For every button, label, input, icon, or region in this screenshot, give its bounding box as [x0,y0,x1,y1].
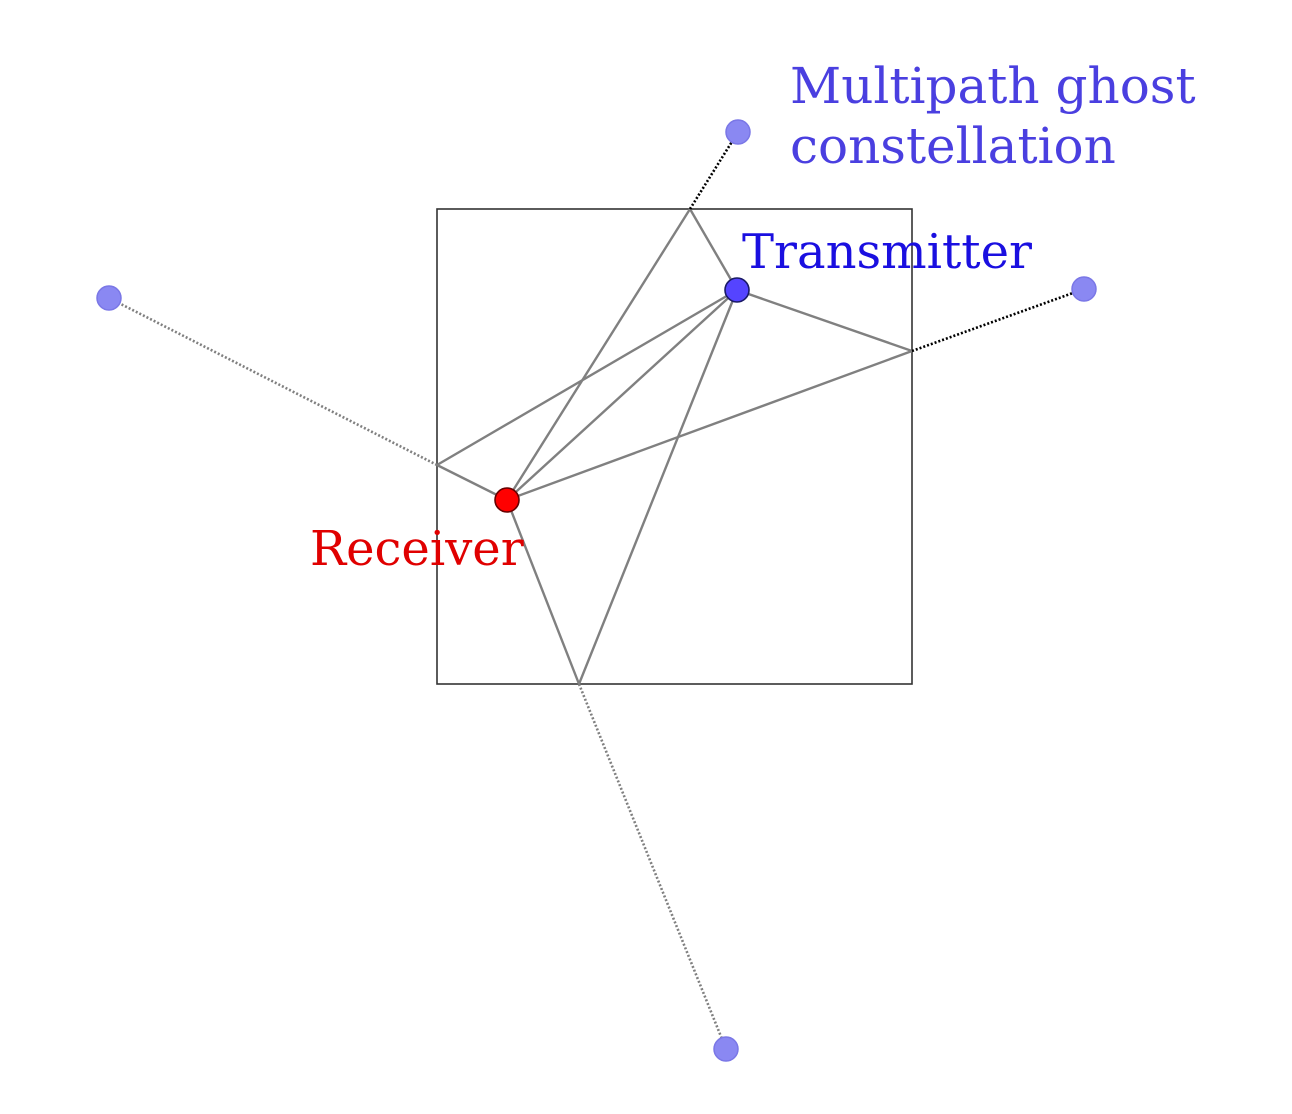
bottom-reflection-incident-ray [577,289,739,685]
ray-paths [436,208,913,685]
right-ghost-extension [911,287,1085,353]
ghost-point-top [725,119,751,145]
bottom-reflection-reflected-ray [505,499,581,685]
left-ghost-extension [108,296,438,467]
transmitter-label: Transmitter [742,224,1032,280]
left-reflection-incident-ray [436,288,738,467]
ghost-point-right [1071,276,1097,302]
right-reflection-reflected-ray [506,349,913,502]
ghost-point-bottom [713,1036,739,1062]
direct-ray [506,289,738,501]
receiver-point [494,487,520,513]
top-reflection-reflected-ray [505,208,692,501]
room-boundary [436,208,913,685]
ghost-constellation-label-line1: Multipath ghost [790,57,1196,115]
ghost-extension-lines [108,131,1085,1050]
top-ghost-extension [688,131,740,210]
receiver-label: Receiver [310,521,524,577]
ghost-point-left [96,285,122,311]
bottom-ghost-extension [577,683,728,1050]
left-reflection-reflected-ray [436,463,508,502]
transmitter-point [724,277,750,303]
top-reflection-incident-ray [688,208,739,291]
ghost-constellation [96,119,1097,1062]
ghost-constellation-label-line2: constellation [790,117,1116,175]
right-reflection-incident-ray [736,288,913,353]
